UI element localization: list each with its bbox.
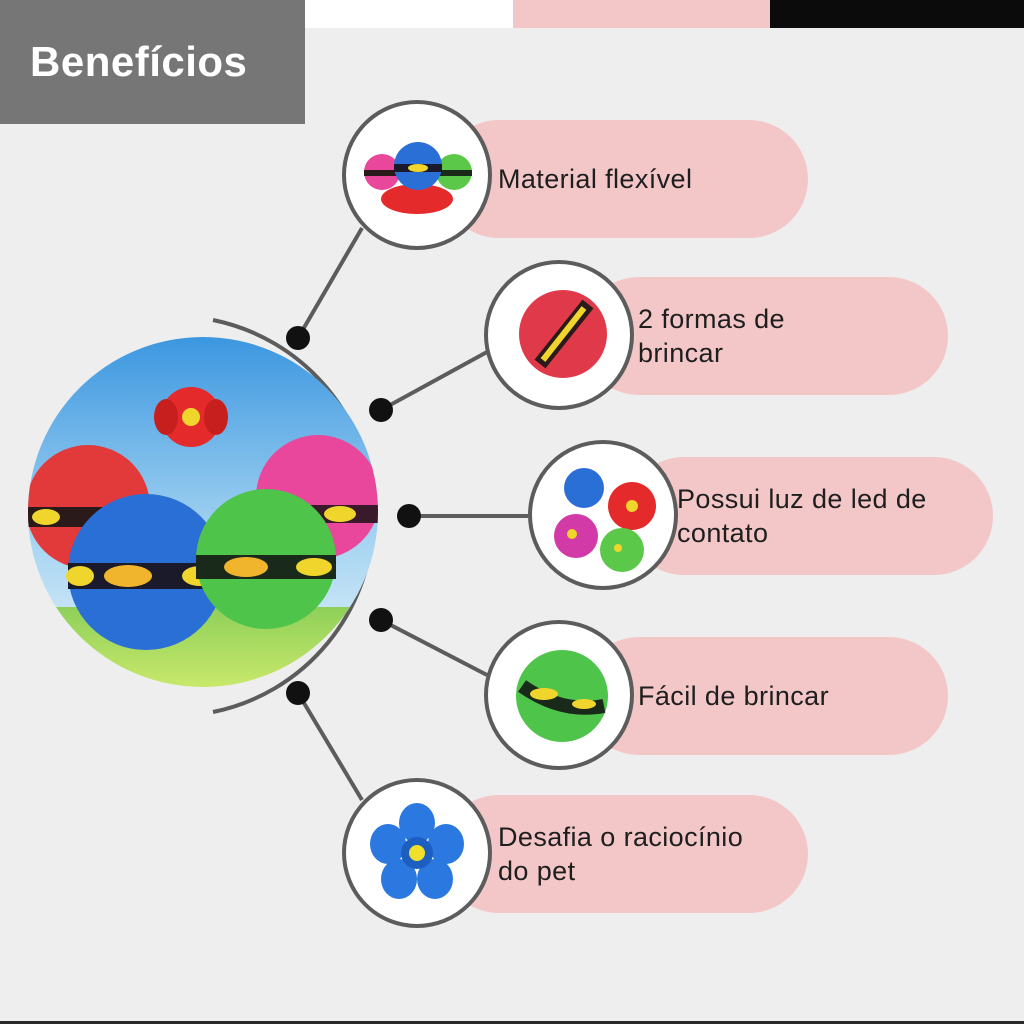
- benefit-pill-4: Fácil de brincar: [580, 637, 948, 755]
- benefit-pill-3: Possui luz de led de contato: [625, 457, 993, 575]
- page-title: Benefícios: [30, 38, 248, 85]
- hero-product-image: [28, 337, 378, 687]
- bottom-border: [0, 1021, 1024, 1024]
- connector-dot-1: [286, 326, 310, 350]
- benefit-pill-2: 2 formas de brincar: [580, 277, 948, 395]
- green-ball-icon: [484, 620, 634, 770]
- blue-flower-disc-icon: [342, 778, 492, 928]
- benefit-text-4: Fácil de brincar: [638, 681, 829, 711]
- four-balls-led-icon: [528, 440, 678, 590]
- top-strip-pink: [513, 0, 770, 28]
- benefit-text-3: Possui luz de led de contato: [677, 484, 927, 548]
- connector-dot-2: [369, 398, 393, 422]
- top-strip-white: [305, 0, 513, 28]
- red-ball-icon: [484, 260, 634, 410]
- connector-dot-4: [369, 608, 393, 632]
- multicolor-balls-stack-icon: [342, 100, 492, 250]
- benefit-pill-5: Desafia o raciocínio do pet: [440, 795, 808, 913]
- benefit-pill-1: Material flexível: [440, 120, 808, 238]
- spoke-line-1: [296, 226, 364, 340]
- title-box: Benefícios: [0, 0, 305, 124]
- spoke-line-5: [296, 691, 364, 802]
- spoke-line-4: [380, 618, 488, 677]
- top-strip-black: [770, 0, 1024, 28]
- connector-dot-5: [286, 681, 310, 705]
- benefit-text-2: 2 formas de brincar: [638, 304, 785, 368]
- benefit-text-1: Material flexível: [498, 164, 693, 194]
- spoke-line-2: [380, 350, 488, 412]
- benefit-text-5: Desafia o raciocínio do pet: [498, 822, 744, 886]
- connector-dot-3: [397, 504, 421, 528]
